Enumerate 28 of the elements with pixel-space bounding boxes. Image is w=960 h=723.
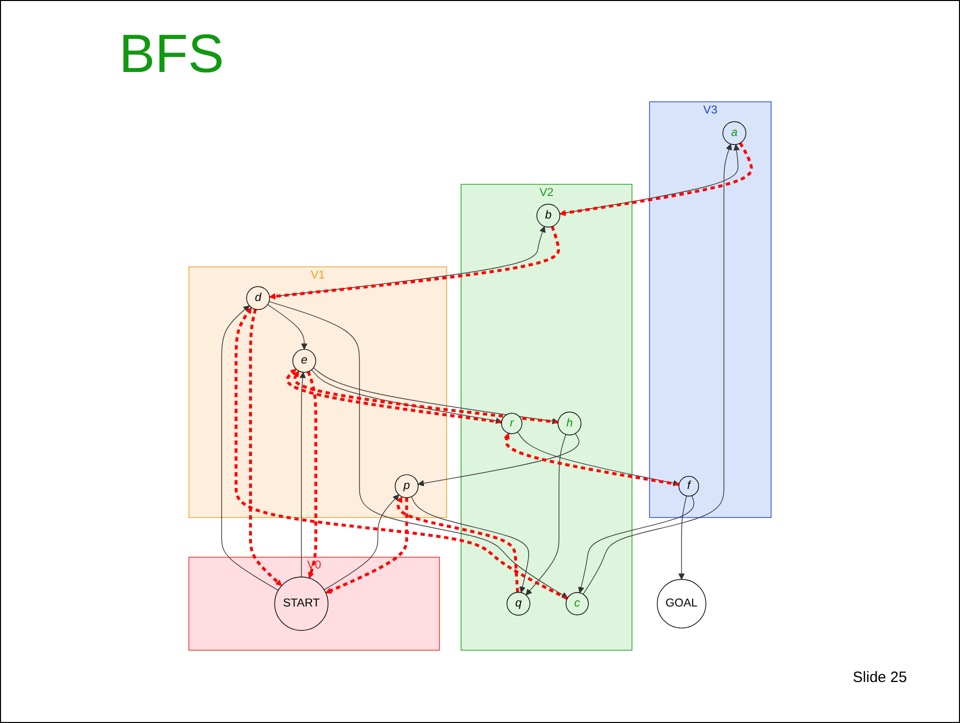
node-circle: d (246, 286, 270, 310)
node-circle: q (506, 592, 530, 616)
arrow (249, 308, 282, 586)
node-circle: a (722, 121, 746, 145)
arrow (300, 372, 306, 578)
node-circle: e (292, 348, 316, 373)
title: BFS (119, 23, 224, 85)
arrow (324, 494, 400, 590)
arrow (325, 498, 408, 594)
node-circle: START (274, 576, 328, 631)
node-circle: r (501, 412, 522, 434)
node-circle: p (394, 474, 419, 498)
node-circle: b (536, 204, 560, 228)
node-circle: c (566, 592, 589, 616)
node-circle: GOAL (656, 579, 706, 628)
arrow (578, 495, 694, 594)
arrow (221, 305, 279, 591)
arrow (526, 434, 566, 596)
node-circle: h (558, 412, 582, 436)
arrow (306, 371, 318, 579)
slide-number: Slide 25 (852, 669, 907, 686)
arrow (582, 144, 732, 595)
arrow (267, 304, 308, 350)
arrow (396, 496, 520, 592)
arrow (678, 495, 687, 580)
arrow (411, 496, 530, 593)
node-circle: f (678, 476, 700, 496)
arrow (418, 433, 580, 486)
